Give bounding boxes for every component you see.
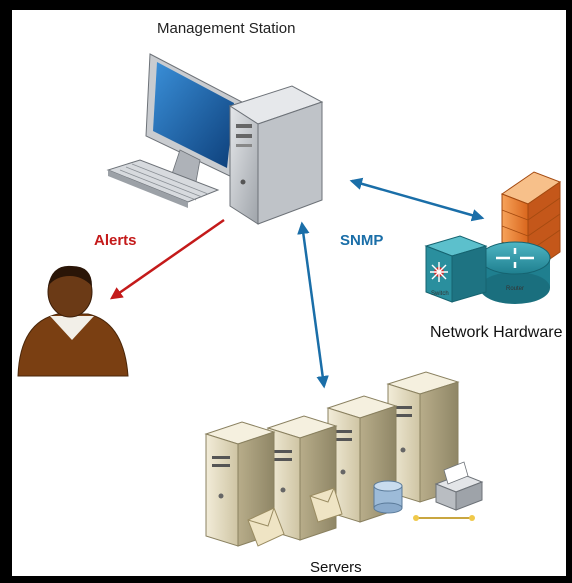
tower-pc-icon [228,85,324,225]
user-icon [17,265,129,377]
switch-icon [424,235,488,303]
servers-label: Servers [310,559,362,576]
management-station-label: Management Station [157,20,296,37]
snmp-arrow-servers [297,221,329,389]
network-hardware-label: Network Hardware [430,324,563,341]
switch-label: Switch [431,291,449,297]
snmp-label: SNMP [340,232,384,249]
alerts-arrow [109,218,225,300]
diagram-svg [17,53,562,547]
envelope-icon [247,507,285,547]
printer-icon [413,461,484,521]
router-icon [479,241,551,304]
keyboard-icon [106,159,220,208]
router-label: Router [506,286,525,292]
snmp-arrow-network [349,177,485,222]
envelope-icon [309,487,343,523]
database-icon [373,480,403,514]
diagram-canvas: Management Station Alerts SNMP Switch Ro… [12,10,566,576]
monitor-icon [145,53,243,183]
alerts-label: Alerts [94,232,137,249]
